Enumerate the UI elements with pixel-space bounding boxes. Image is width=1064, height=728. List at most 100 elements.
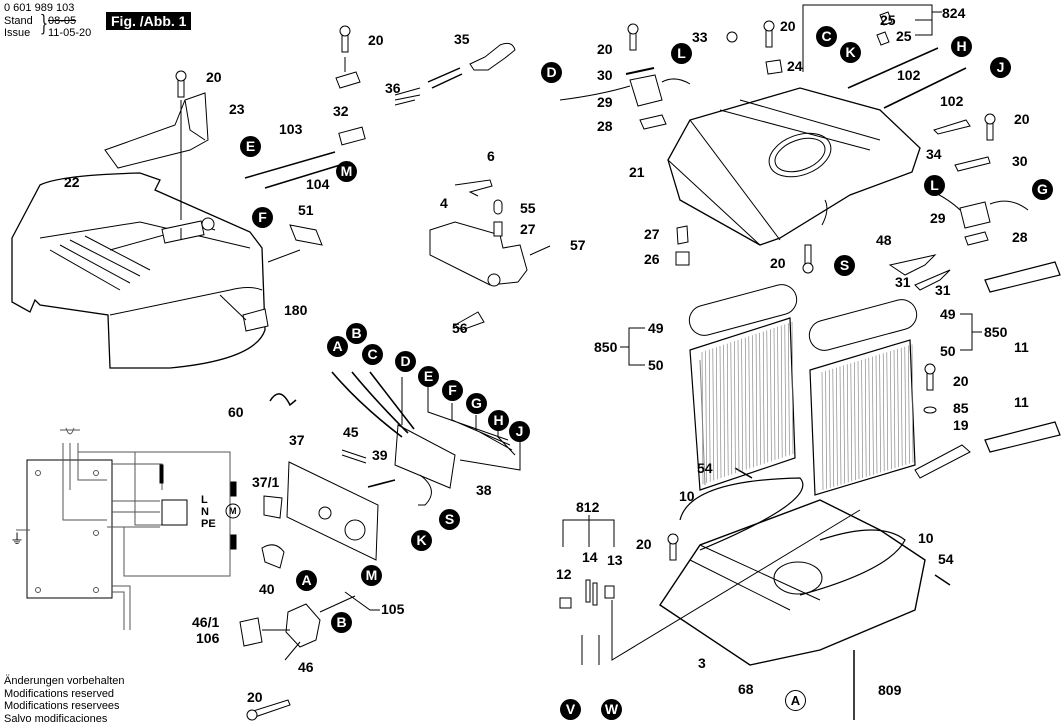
part-label-34[interactable]: 34 — [926, 146, 942, 162]
connector-callout-S[interactable]: S — [439, 509, 460, 530]
connector-callout-G[interactable]: G — [466, 393, 487, 414]
connector-callout-D[interactable]: D — [541, 62, 562, 83]
connector-callout-F[interactable]: F — [442, 380, 463, 401]
part-label-11[interactable]: 11 — [1014, 394, 1029, 410]
part-label-50[interactable]: 50 — [648, 357, 664, 373]
part-label-28[interactable]: 28 — [1012, 229, 1028, 245]
part-label-13[interactable]: 13 — [607, 552, 623, 568]
part-label-102[interactable]: 102 — [897, 67, 921, 83]
connector-callout-J[interactable]: J — [509, 421, 530, 442]
part-label-56[interactable]: 56 — [452, 320, 468, 336]
connector-callout-A[interactable]: A — [296, 570, 317, 591]
connector-callout-C[interactable]: C — [816, 26, 837, 47]
part-label-85[interactable]: 85 — [953, 400, 969, 416]
part-label-55[interactable]: 55 — [520, 200, 536, 216]
part-label-39[interactable]: 39 — [372, 447, 388, 463]
part-label-32[interactable]: 32 — [333, 103, 349, 119]
part-label-19[interactable]: 19 — [953, 417, 969, 433]
connector-callout-M[interactable]: M — [336, 161, 357, 182]
part-label-49[interactable]: 49 — [940, 306, 956, 322]
part-label-37[interactable]: 37 — [289, 432, 305, 448]
part-label-105[interactable]: 105 — [381, 601, 405, 617]
connector-callout-F[interactable]: F — [252, 207, 273, 228]
part-label-103[interactable]: 103 — [279, 121, 303, 137]
part-label-60[interactable]: 60 — [228, 404, 244, 420]
part-label-24[interactable]: 24 — [787, 58, 803, 74]
connector-callout-E[interactable]: E — [418, 366, 439, 387]
part-label-20[interactable]: 20 — [780, 18, 796, 34]
part-label-14[interactable]: 14 — [582, 549, 598, 565]
part-label-30[interactable]: 30 — [1012, 153, 1028, 169]
part-label-54[interactable]: 54 — [697, 460, 713, 476]
part-label-812[interactable]: 812 — [576, 499, 600, 515]
connector-callout-M[interactable]: M — [361, 565, 382, 586]
connector-callout-J[interactable]: J — [990, 57, 1011, 78]
connector-callout-L[interactable]: L — [671, 43, 692, 64]
part-label-27[interactable]: 27 — [520, 221, 536, 237]
part-label-26[interactable]: 26 — [644, 251, 660, 267]
part-label-23[interactable]: 23 — [229, 101, 245, 117]
part-label-850[interactable]: 850 — [594, 339, 618, 355]
connector-callout-H[interactable]: H — [951, 36, 972, 57]
part-label-28[interactable]: 28 — [597, 118, 613, 134]
part-label-46-1[interactable]: 46/1 — [192, 614, 220, 630]
part-label-6[interactable]: 6 — [487, 148, 495, 164]
part-label-31[interactable]: 31 — [895, 274, 911, 290]
connector-callout-B[interactable]: B — [346, 323, 367, 344]
part-label-20[interactable]: 20 — [597, 41, 613, 57]
part-label-4[interactable]: 4 — [440, 195, 448, 211]
part-label-30[interactable]: 30 — [597, 67, 613, 83]
connector-callout-A[interactable]: A — [327, 336, 348, 357]
connector-callout-B[interactable]: B — [331, 612, 352, 633]
part-label-50[interactable]: 50 — [940, 343, 956, 359]
part-label-37-1[interactable]: 37/1 — [252, 474, 280, 490]
part-label-20[interactable]: 20 — [770, 255, 786, 271]
part-label-36[interactable]: 36 — [385, 80, 401, 96]
connector-callout-C[interactable]: C — [362, 344, 383, 365]
part-label-38[interactable]: 38 — [476, 482, 492, 498]
part-label-12[interactable]: 12 — [556, 566, 572, 582]
part-label-102[interactable]: 102 — [940, 93, 964, 109]
part-label-40[interactable]: 40 — [259, 581, 275, 597]
part-label-27[interactable]: 27 — [644, 226, 660, 242]
connector-callout-K[interactable]: K — [840, 42, 861, 63]
connector-callout-K[interactable]: K — [411, 530, 432, 551]
part-label-54[interactable]: 54 — [938, 551, 954, 567]
part-label-45[interactable]: 45 — [343, 424, 359, 440]
part-label-33[interactable]: 33 — [692, 29, 708, 45]
part-label-824[interactable]: 824 — [942, 5, 966, 21]
part-label-21[interactable]: 21 — [629, 164, 645, 180]
part-label-20[interactable]: 20 — [247, 689, 263, 705]
part-label-3[interactable]: 3 — [698, 655, 706, 671]
connector-callout-V[interactable]: V — [560, 699, 581, 720]
part-label-10[interactable]: 10 — [679, 488, 695, 504]
part-label-29[interactable]: 29 — [597, 94, 613, 110]
part-label-35[interactable]: 35 — [454, 31, 470, 47]
part-label-25[interactable]: 25 — [880, 12, 896, 28]
part-label-20[interactable]: 20 — [1014, 111, 1030, 127]
part-label-25[interactable]: 25 — [896, 28, 912, 44]
part-label-48[interactable]: 48 — [876, 232, 892, 248]
connector-callout-H[interactable]: H — [488, 410, 509, 431]
connector-callout-W[interactable]: W — [601, 699, 622, 720]
connector-callout-S[interactable]: S — [834, 255, 855, 276]
part-label-20[interactable]: 20 — [953, 373, 969, 389]
part-label-49[interactable]: 49 — [648, 320, 664, 336]
part-label-850[interactable]: 850 — [984, 324, 1008, 340]
detail-callout-A[interactable]: A — [785, 690, 806, 711]
part-label-106[interactable]: 106 — [196, 630, 220, 646]
connector-callout-G[interactable]: G — [1032, 179, 1053, 200]
part-label-809[interactable]: 809 — [878, 682, 902, 698]
connector-callout-L[interactable]: L — [924, 175, 945, 196]
connector-callout-D[interactable]: D — [395, 351, 416, 372]
part-label-104[interactable]: 104 — [306, 176, 330, 192]
part-label-31[interactable]: 31 — [935, 282, 951, 298]
part-label-29[interactable]: 29 — [930, 210, 946, 226]
part-label-57[interactable]: 57 — [570, 237, 586, 253]
part-label-46[interactable]: 46 — [298, 659, 314, 675]
part-label-22[interactable]: 22 — [64, 174, 80, 190]
part-label-10[interactable]: 10 — [918, 530, 934, 546]
part-label-20[interactable]: 20 — [368, 32, 384, 48]
part-label-180[interactable]: 180 — [284, 302, 308, 318]
part-label-11[interactable]: 11 — [1014, 339, 1029, 355]
